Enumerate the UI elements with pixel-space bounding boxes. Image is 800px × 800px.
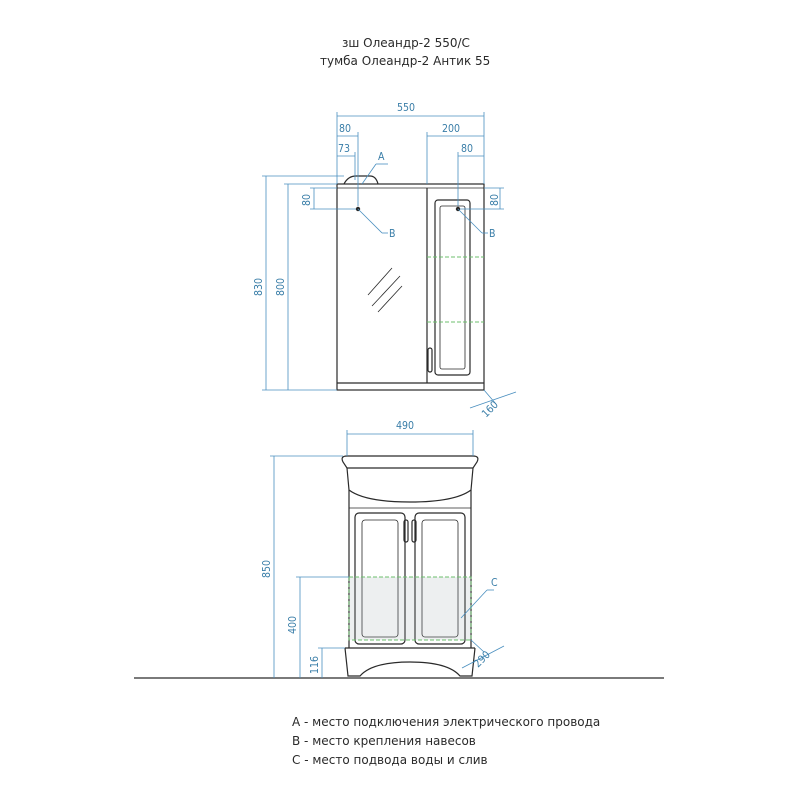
socket-bump: [343, 175, 379, 185]
callout-a: A: [378, 151, 385, 163]
dim-right-offset: 80: [461, 143, 473, 155]
dim-water-zone-height: 400: [287, 616, 299, 634]
mirror-dimensions: 550 80 73 200 80 80 80 830: [253, 102, 517, 420]
legend-item-c: C - место подвода воды и слив: [292, 753, 488, 767]
mirror-glare: [371, 275, 401, 307]
title-mirror: зш Олеандр-2 550/С: [342, 36, 470, 50]
door-handle: [427, 347, 433, 373]
left-door-handle: [403, 519, 409, 543]
dim-top-left: 80: [301, 194, 313, 206]
callout-b-left: B: [389, 228, 395, 240]
dim-top-right: 80: [489, 194, 501, 206]
basin-rim: [341, 455, 479, 469]
dim-basin-width: 490: [396, 420, 414, 432]
legend-item-b: B - место крепления навесов: [292, 734, 476, 748]
callout-b-right: B: [489, 228, 495, 240]
plinth: [344, 647, 476, 677]
dim-vanity-total-height: 850: [261, 560, 273, 578]
basin-bowl: [346, 467, 474, 503]
dim-mirror-total-height: 830: [253, 278, 265, 296]
left-door-panel: [361, 519, 399, 638]
legend: A - место подключения электрического про…: [292, 715, 600, 767]
side-door-panel: [439, 205, 466, 370]
legend-item-a: A - место подключения электрического про…: [292, 715, 600, 729]
vanity-unit: [341, 455, 479, 677]
right-door-handle: [411, 519, 417, 543]
callout-c: C: [491, 577, 498, 589]
mirror-glare: [377, 285, 403, 313]
right-door-panel: [421, 519, 459, 638]
right-door: [414, 512, 466, 645]
title-vanity: тумба Олеандр-2 Антик 55: [320, 54, 490, 68]
left-door: [354, 512, 406, 645]
dim-left-offset: 80: [339, 123, 351, 135]
mirror-glare: [367, 267, 393, 296]
water-supply-zone: [348, 576, 472, 641]
dim-mirror-width: 550: [397, 102, 415, 114]
dim-socket-offset: 73: [338, 143, 350, 155]
dim-mirror-body-height: 800: [275, 278, 287, 296]
side-door-frame: [434, 199, 471, 376]
mirror-body: [336, 183, 485, 391]
dim-mirror-depth: 160: [480, 399, 501, 420]
dim-cabinet-width: 200: [442, 123, 460, 135]
mirror-cabinet: [336, 175, 485, 391]
dim-plinth-height: 116: [309, 656, 321, 674]
